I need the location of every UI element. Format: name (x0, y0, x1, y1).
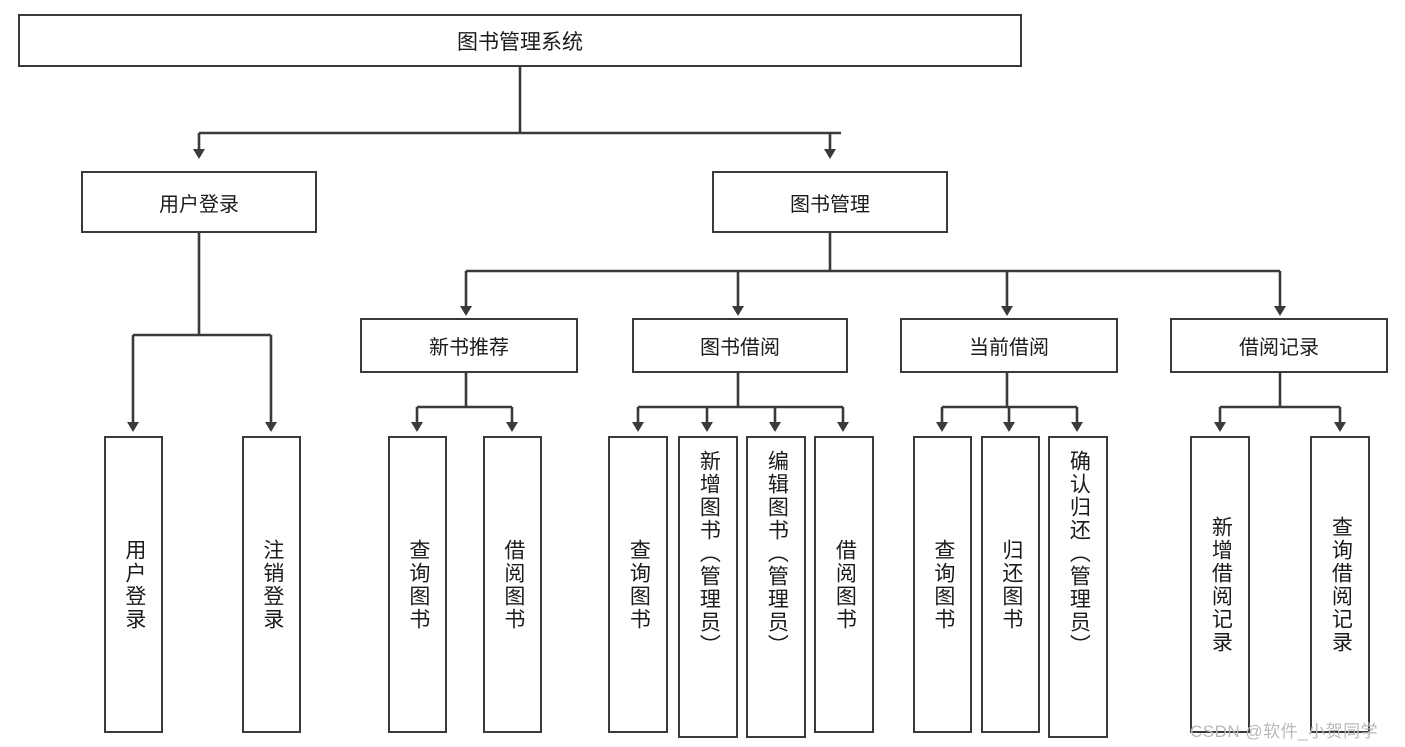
node-leaf-add-book[interactable]: 新增图书（管理员） (678, 436, 738, 738)
node-leaf-query-book-rec[interactable]: 查询图书 (388, 436, 447, 733)
node-leaf-query-book-borrow[interactable]: 查询图书 (608, 436, 668, 733)
node-book-borrow[interactable]: 图书借阅 (632, 318, 848, 373)
node-leaf-user-logout-label: 注销登录 (260, 538, 284, 631)
node-leaf-add-record[interactable]: 新增借阅记录 (1190, 436, 1250, 733)
node-leaf-query-book-cur[interactable]: 查询图书 (913, 436, 972, 733)
node-leaf-add-record-label: 新增借阅记录 (1209, 515, 1233, 654)
node-leaf-confirm-return[interactable]: 确认归还（管理员） (1048, 436, 1108, 738)
node-leaf-borrow-book-label: 借阅图书 (833, 538, 857, 631)
node-new-book-recommend-label: 新书推荐 (429, 337, 509, 359)
node-leaf-query-record[interactable]: 查询借阅记录 (1310, 436, 1370, 733)
node-leaf-borrow-book-rec[interactable]: 借阅图书 (483, 436, 542, 733)
node-user-login[interactable]: 用户登录 (81, 171, 317, 233)
node-leaf-edit-book[interactable]: 编辑图书（管理员） (746, 436, 806, 738)
node-book-manage[interactable]: 图书管理 (712, 171, 948, 233)
node-leaf-return-book[interactable]: 归还图书 (981, 436, 1040, 733)
node-borrow-record[interactable]: 借阅记录 (1170, 318, 1388, 373)
csdn-watermark: CSDN @软件_小贺同学 (1190, 722, 1379, 741)
node-leaf-edit-book-label: 编辑图书（管理员） (765, 450, 789, 657)
node-leaf-borrow-book-rec-label: 借阅图书 (501, 538, 525, 631)
node-book-manage-label: 图书管理 (790, 193, 870, 216)
node-new-book-recommend[interactable]: 新书推荐 (360, 318, 578, 373)
node-borrow-record-label: 借阅记录 (1239, 337, 1319, 359)
node-current-borrow[interactable]: 当前借阅 (900, 318, 1118, 373)
node-leaf-add-book-label: 新增图书（管理员） (697, 450, 721, 657)
node-leaf-borrow-book[interactable]: 借阅图书 (814, 436, 874, 733)
node-current-borrow-label: 当前借阅 (969, 337, 1049, 359)
node-leaf-confirm-return-label: 确认归还（管理员） (1067, 450, 1091, 657)
node-leaf-query-book-borrow-label: 查询图书 (627, 538, 651, 631)
node-book-borrow-label: 图书借阅 (700, 337, 780, 359)
node-leaf-query-record-label: 查询借阅记录 (1329, 515, 1353, 654)
node-leaf-user-login-label: 用户登录 (122, 538, 146, 631)
node-user-login-label: 用户登录 (159, 193, 239, 216)
node-leaf-user-logout[interactable]: 注销登录 (242, 436, 301, 733)
node-root-label: 图书管理系统 (457, 30, 583, 54)
node-leaf-user-login[interactable]: 用户登录 (104, 436, 163, 733)
node-leaf-return-book-label: 归还图书 (999, 538, 1023, 631)
node-leaf-query-book-cur-label: 查询图书 (931, 538, 955, 631)
node-leaf-query-book-rec-label: 查询图书 (406, 538, 430, 631)
node-root[interactable]: 图书管理系统 (18, 14, 1022, 67)
